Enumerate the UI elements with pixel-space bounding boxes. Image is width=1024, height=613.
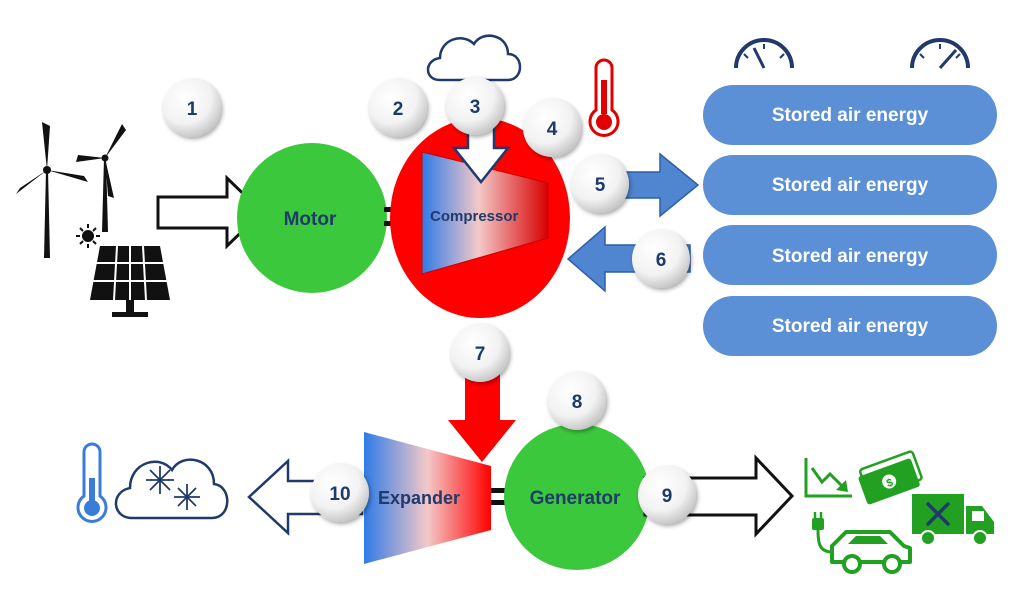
hot-thermometer-icon	[588, 58, 620, 137]
compressor: Compressor	[390, 118, 570, 318]
storage-label: Stored air energy	[772, 175, 929, 196]
step-badge-2: 2	[369, 79, 427, 137]
step-badge-4: 4	[523, 99, 581, 157]
step-badge-10: 10	[311, 464, 369, 522]
svg-text:2: 2	[393, 99, 404, 120]
solar-panel-icon	[90, 245, 170, 317]
electric-car-icon	[812, 512, 912, 574]
storage-label: Stored air energy	[772, 105, 929, 126]
falling-price-chart-icon	[804, 458, 852, 498]
motor: Motor	[237, 143, 387, 293]
step-badge-7: 7	[451, 324, 509, 382]
pressure-gauge-icon	[910, 38, 970, 69]
generator: Generator	[504, 424, 650, 570]
svg-text:9: 9	[662, 486, 673, 507]
step-badge-9: 9	[638, 466, 696, 524]
step-badge-8: 8	[548, 372, 606, 430]
svg-text:5: 5	[595, 175, 606, 196]
svg-text:8: 8	[572, 392, 583, 413]
wind-turbine-icon	[16, 122, 126, 258]
storage-label: Stored air energy	[772, 316, 929, 337]
pressure-gauge-icon	[734, 38, 794, 69]
step-badge-6: 6	[632, 230, 690, 288]
svg-text:4: 4	[547, 119, 558, 140]
step-badge-3: 3	[446, 77, 504, 135]
sun-icon	[76, 224, 100, 248]
svg-text:6: 6	[656, 250, 667, 271]
svg-text:3: 3	[470, 97, 481, 118]
step-badge-1: 1	[163, 79, 221, 137]
storage-label: Stored air energy	[772, 246, 929, 267]
compressor-label: Compressor	[430, 208, 519, 225]
expander-generator-shaft	[491, 488, 507, 505]
storage-tank-4: Stored air energy	[703, 296, 997, 356]
heat-transfer-arrow	[448, 360, 516, 462]
svg-text:7: 7	[475, 344, 486, 365]
generator-label: Generator	[530, 488, 621, 509]
motor-label: Motor	[284, 209, 337, 230]
expander	[364, 432, 491, 564]
delivery-truck-icon	[912, 494, 994, 546]
expander-label: Expander	[378, 488, 460, 508]
cold-thermometer-icon	[76, 442, 108, 523]
storage-tank-3: Stored air energy	[703, 225, 997, 285]
svg-text:$: $	[885, 477, 895, 490]
storage-tank-2: Stored air energy	[703, 155, 997, 215]
svg-text:10: 10	[329, 484, 350, 505]
storage-tank-1: Stored air energy	[703, 85, 997, 145]
cloud-icon	[426, 34, 522, 82]
svg-text:1: 1	[187, 99, 198, 120]
snow-cloud-icon	[114, 458, 229, 520]
money-icon: $	[858, 450, 923, 505]
step-badge-5: 5	[571, 155, 629, 213]
